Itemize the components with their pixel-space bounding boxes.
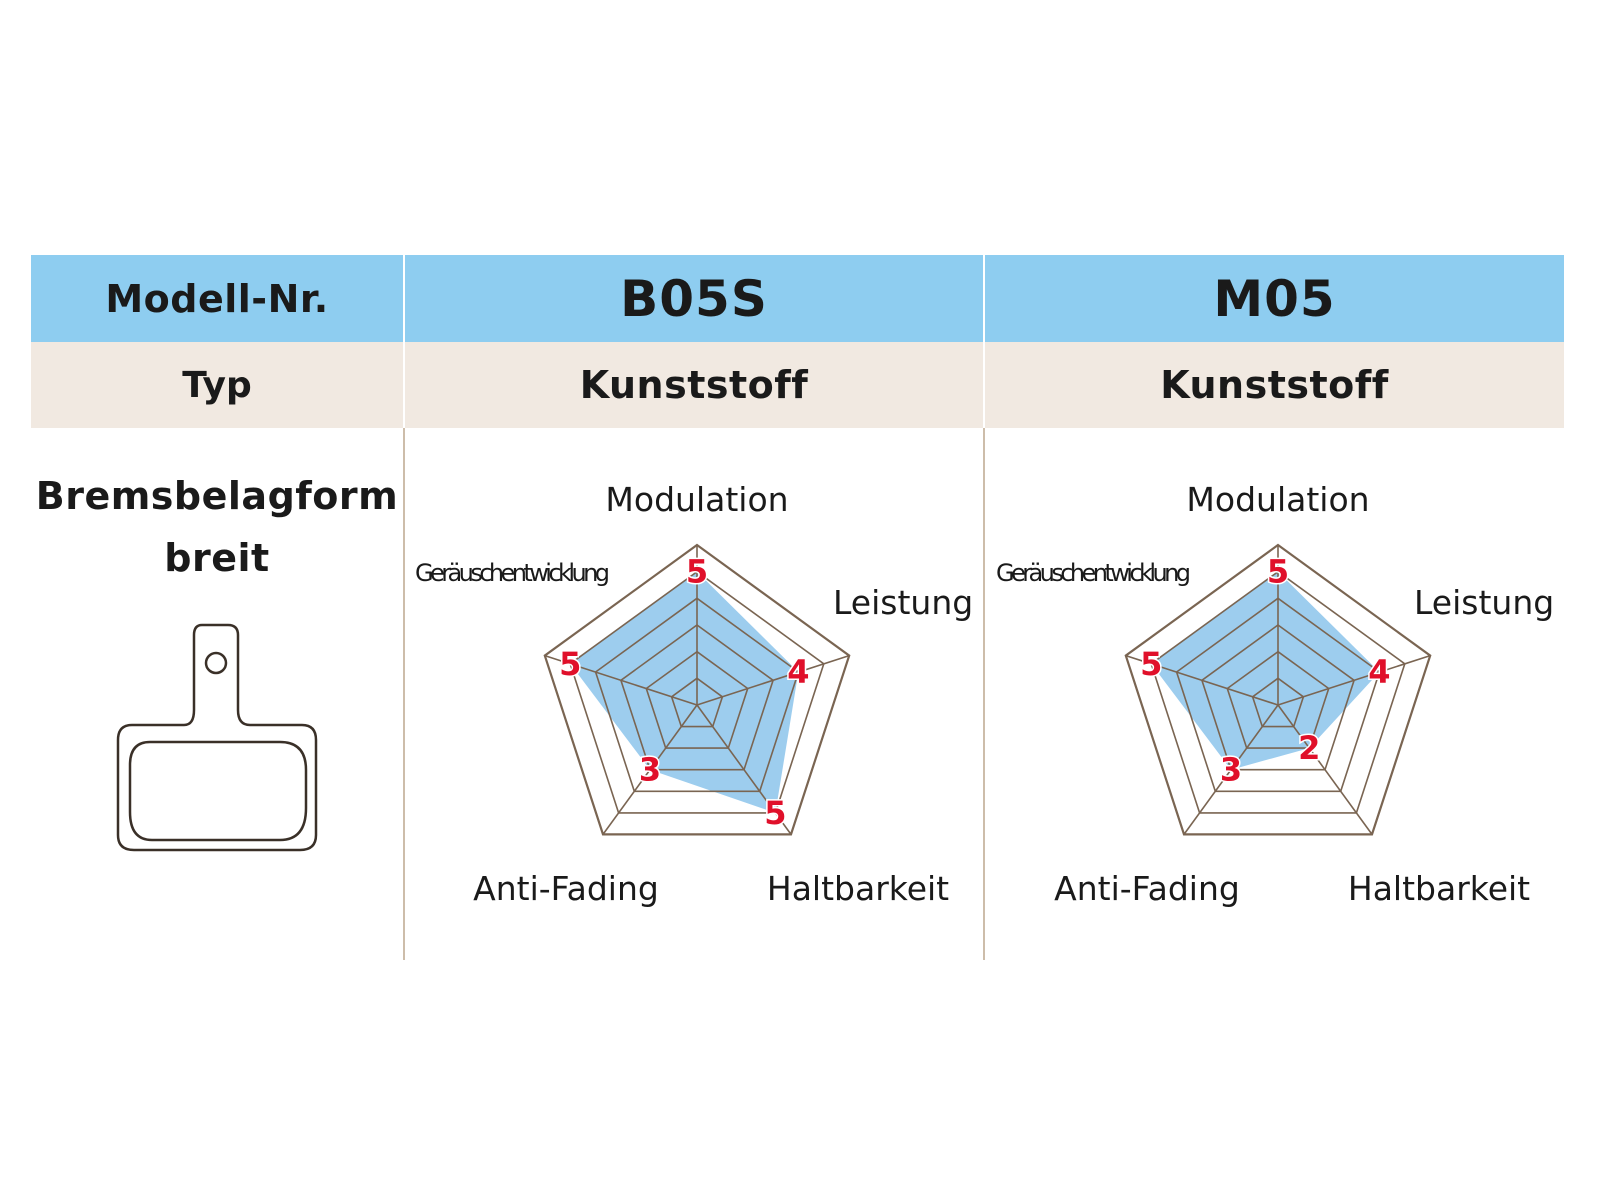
value-label: 5 [764,794,786,832]
model-cell-1: B05S [403,255,983,342]
grid-ring [594,597,800,793]
grid-ring [619,624,775,771]
pad-friction-area [128,740,308,842]
axis-label-haltbarkeit: Haltbarkeit [1348,869,1530,908]
spoke [544,654,698,706]
axis-label-modulation: Modulation [1186,480,1369,519]
grid-ring [645,650,749,749]
pad-shape-title: Bremsbelagform breit [31,465,403,589]
axis-label-anti-fading: Anti-Fading [1054,869,1240,908]
value-label: 4 [1368,653,1390,691]
spoke [602,704,698,835]
grid-ring [569,570,825,814]
model-name-1: B05S [620,269,768,328]
grid-ring [1150,570,1406,814]
spoke [1125,654,1279,706]
spoke [1277,654,1431,706]
grid-ring [1175,597,1381,793]
column-divider [403,428,405,960]
spoke [1277,704,1373,835]
pad-mount-hole [204,651,228,675]
type-cell-2: Kunststoff [983,342,1564,428]
spoke [1183,704,1279,835]
axis-label-anti-fading: Anti-Fading [473,869,659,908]
value-label: 5 [686,553,708,591]
grid-ring [1251,677,1305,728]
grid-ring [1124,543,1432,836]
axis-label-leistung: Leistung [833,583,973,622]
type-label: Typ [182,364,252,406]
type-cell-1: Kunststoff [403,342,983,428]
grid-ring [1200,624,1356,771]
value-label: 2 [1298,729,1320,767]
header-row: Modell-Nr. B05S M05 [31,255,1564,342]
value-label: 3 [1220,751,1242,789]
axis-label-haltbarkeit: Haltbarkeit [767,869,949,908]
value-label: 5 [559,645,581,683]
grid-ring [670,677,724,728]
type-value-2: Kunststoff [1160,363,1389,407]
type-label-cell: Typ [31,342,403,428]
grid-ring [543,543,851,836]
value-label: 3 [639,751,661,789]
model-cell-2: M05 [983,255,1564,342]
model-label-cell: Modell-Nr. [31,255,403,342]
model-name-2: M05 [1213,269,1336,328]
axis-label-leistung: Leistung [1414,583,1554,622]
axis-label-modulation: Modulation [605,480,788,519]
type-row: Typ Kunststoff Kunststoff [31,342,1564,428]
model-label: Modell-Nr. [105,276,329,321]
axis-label-geraeusch: Geräuschentwicklung [996,559,1191,587]
pad-shape-label: Bremsbelagform [35,474,399,518]
grid-ring [1226,650,1330,749]
value-label: 4 [787,653,809,691]
comparison-table: Modell-Nr. B05S M05 Typ Kunststoff Kunst… [31,255,1564,960]
value-label: 5 [1140,645,1162,683]
spoke [696,704,792,835]
pad-shape-sublabel: breit [164,536,270,580]
value-label: 5 [1267,553,1289,591]
brake-pad-icon [116,623,318,852]
type-value-1: Kunststoff [579,363,809,407]
data-area [1151,571,1380,770]
column-divider [983,428,985,960]
spoke [696,654,850,706]
axis-label-geraeusch: Geräuschentwicklung [415,559,610,587]
pad-outline [116,623,318,852]
data-area [570,571,799,813]
